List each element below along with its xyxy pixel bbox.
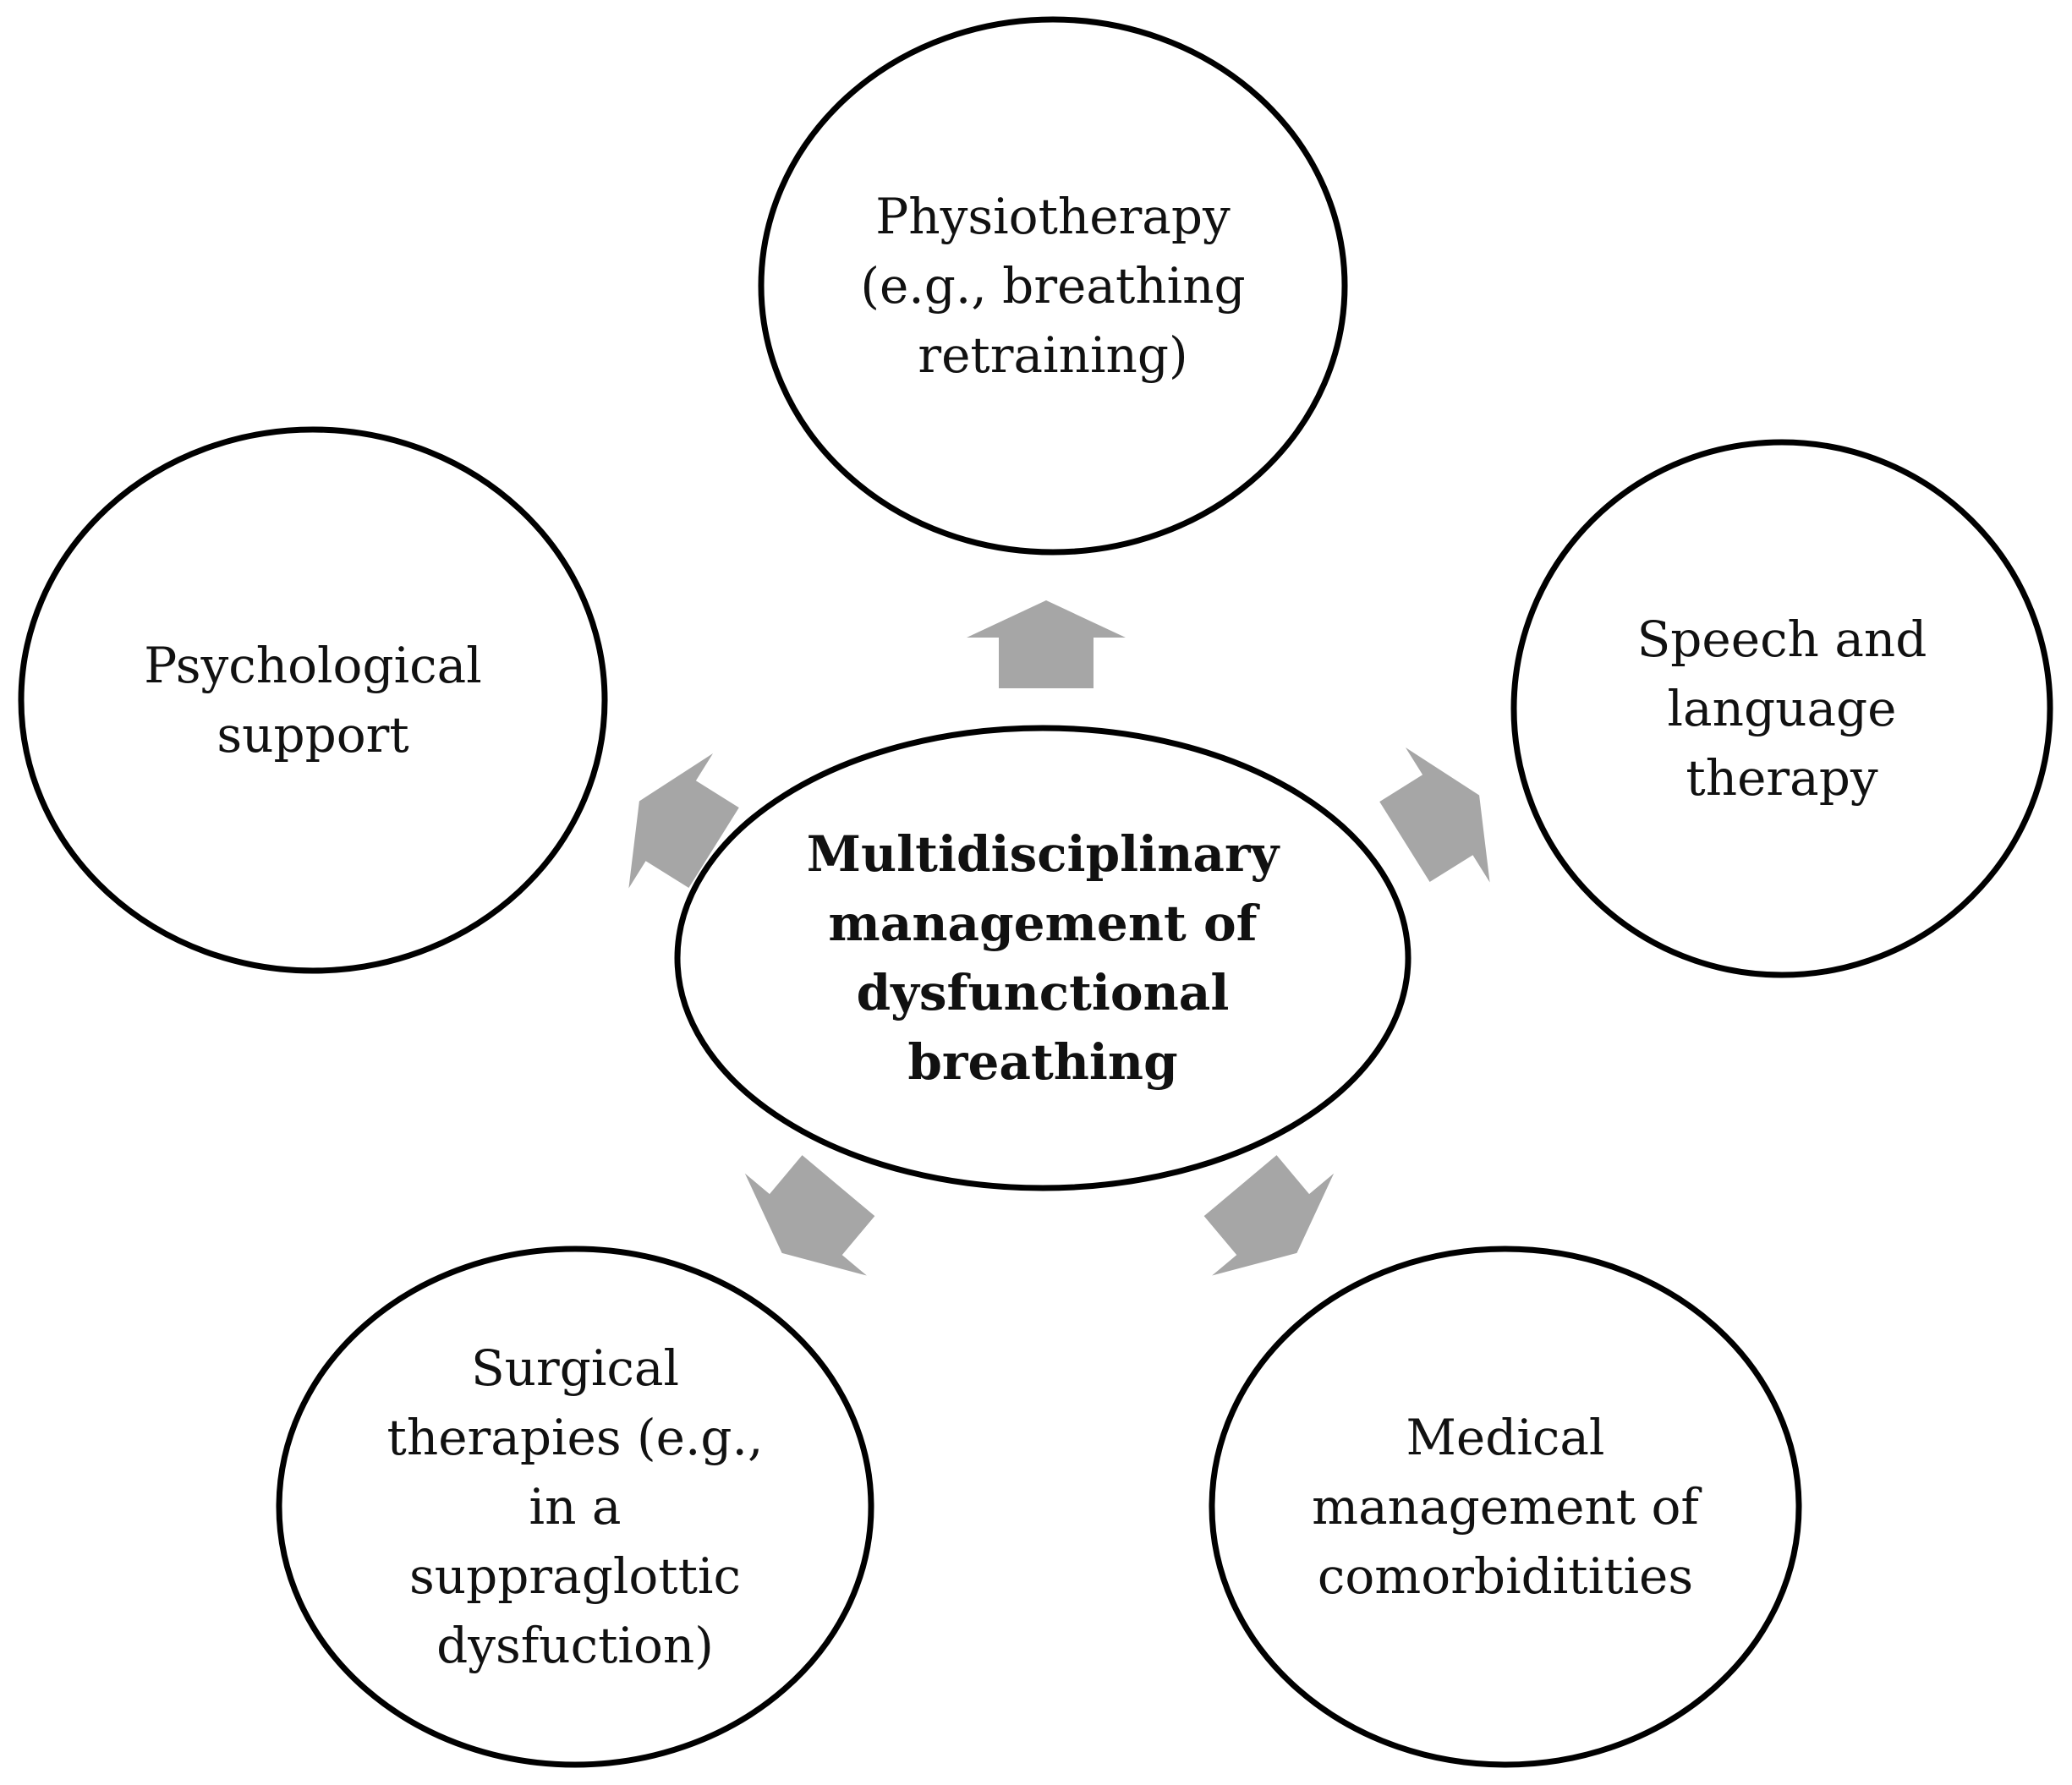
medical-management-node: Medical management of comorbiditities xyxy=(1209,1246,1802,1768)
medical-management-circle xyxy=(1209,1246,1802,1768)
center-topic-label-line: breathing xyxy=(907,1033,1177,1091)
psychological-support-label-line: Psychological xyxy=(144,637,482,694)
surgical-therapies-label-line: therapies (e.g., xyxy=(387,1409,764,1466)
physiotherapy-circle xyxy=(758,16,1348,556)
physiotherapy-label-line: Physiotherapy xyxy=(875,188,1231,245)
medical-management-label-line: Medical xyxy=(1406,1409,1604,1466)
surgical-therapies-node: Surgical therapies (e.g., in a suppraglotti… xyxy=(276,1246,874,1768)
surgical-therapies-label-line: Surgical xyxy=(471,1339,679,1397)
speech-language-node: Speech and language therapy xyxy=(1510,439,2053,978)
arrows-layer xyxy=(628,600,1490,1276)
psychological-support-label-line: support xyxy=(217,706,408,764)
center-topic-circle xyxy=(674,725,1411,1191)
arrow-to-medical-management xyxy=(1203,1155,1335,1276)
speech-language-label-line: therapy xyxy=(1686,749,1877,807)
center-topic-label-line: dysfunctional xyxy=(857,964,1230,1021)
speech-language-circle xyxy=(1510,439,2053,978)
speech-language-label-line: language xyxy=(1668,680,1897,737)
medical-management-label-line: comorbiditities xyxy=(1318,1547,1693,1605)
medical-management-label-line: management of xyxy=(1312,1478,1702,1536)
physiotherapy-node: Physiotherapy (e.g., breathing retraining) xyxy=(758,16,1348,556)
psychological-support-circle xyxy=(18,426,608,974)
surgical-therapies-label-line: suppraglottic xyxy=(409,1547,741,1605)
arrow-to-surgical-therapies xyxy=(744,1155,875,1276)
surgical-therapies-label-line: dysfuction) xyxy=(436,1617,714,1674)
psychological-support-node: Psychological support xyxy=(18,426,608,974)
physiotherapy-label-line: retraining) xyxy=(918,326,1187,384)
arrow-to-psychological-support xyxy=(628,753,739,889)
surgical-therapies-circle xyxy=(276,1246,874,1768)
speech-language-label-line: Speech and xyxy=(1637,611,1927,668)
arrow-to-speech-language xyxy=(1379,747,1490,883)
center-topic-label-line: Multidisciplinary xyxy=(807,825,1281,883)
arrow-to-physiotherapy xyxy=(967,600,1126,688)
physiotherapy-label-line: (e.g., breathing xyxy=(860,257,1245,315)
center-topic-node: Multidisciplinary management of dysfunctio… xyxy=(674,725,1411,1191)
circles-layer: Physiotherapy (e.g., breathing retraining)… xyxy=(18,16,2053,1768)
surgical-therapies-label-line: in a xyxy=(529,1478,622,1536)
center-topic-label-line: management of xyxy=(828,895,1260,952)
